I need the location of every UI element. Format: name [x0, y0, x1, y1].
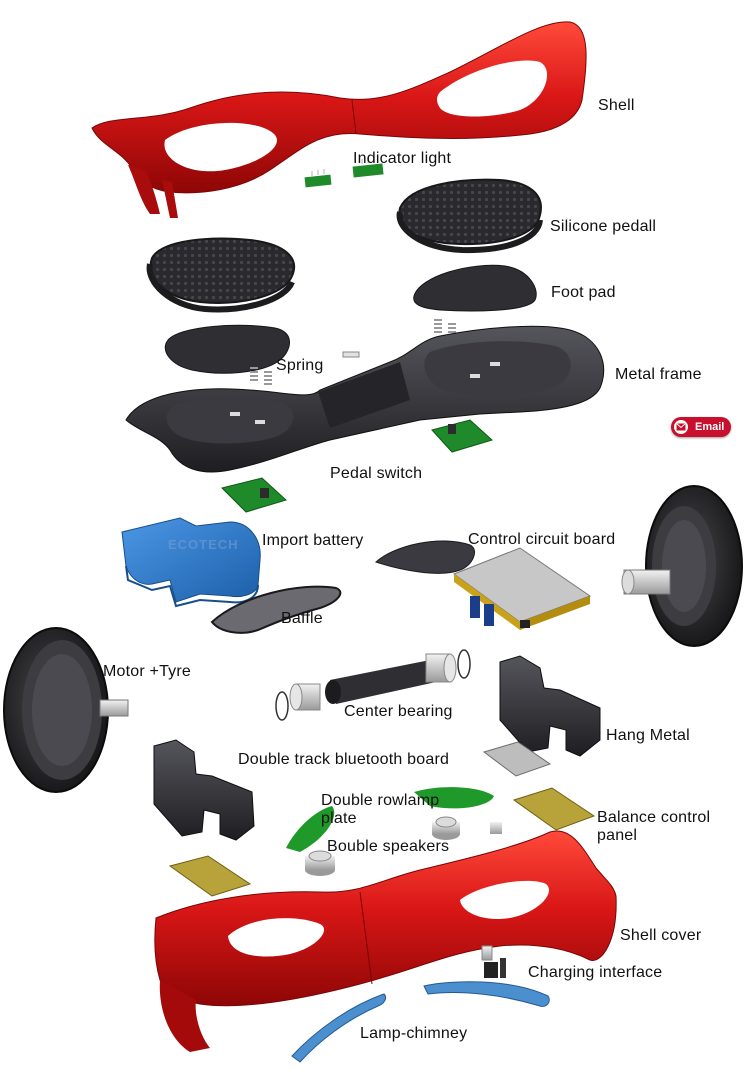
- speaker-part: [305, 816, 502, 876]
- indicator-light-part: [304, 157, 384, 188]
- hang-metal-part: [153, 655, 601, 841]
- label-foot-pad: Foot pad: [551, 284, 616, 301]
- metal-frame-part: [125, 325, 605, 473]
- label-shell: Shell: [598, 97, 635, 114]
- label-balance-control-panel: Balance control panel: [597, 809, 711, 844]
- spring-part: [250, 319, 456, 385]
- label-shell-cover: Shell cover: [620, 927, 702, 944]
- label-double-rowlamp-plate: Double rowlamp plate: [321, 792, 440, 827]
- label-bouble-speakers: Bouble speakers: [327, 838, 450, 855]
- label-indicator-light: Indicator light: [353, 150, 452, 167]
- label-import-battery: Import battery: [262, 532, 364, 549]
- label-center-bearing: Center bearing: [344, 703, 453, 720]
- label-silicone-pedal: Silicone pedall: [550, 218, 657, 235]
- label-lamp-chimney: Lamp-chimney: [360, 1025, 468, 1042]
- control-circuit-board-part: [452, 547, 592, 630]
- envelope-icon: [674, 420, 688, 434]
- label-control-circuit-board: Control circuit board: [468, 531, 616, 548]
- label-pedal-switch: Pedal switch: [330, 465, 423, 482]
- rowlamp-plate-part: [286, 787, 494, 852]
- email-button-label: Email: [695, 421, 725, 433]
- label-baffle: Baffle: [281, 610, 323, 627]
- watermark-logo: ECOTECH: [168, 537, 239, 552]
- shell-cover-part: [154, 830, 617, 1052]
- lamp-chimney-part: [291, 981, 550, 1063]
- email-button[interactable]: Email: [671, 417, 731, 437]
- charging-interface-part: [481, 945, 506, 978]
- bluetooth-board-part: [482, 741, 552, 777]
- pedal-switch-part: [221, 419, 493, 513]
- label-metal-frame: Metal frame: [615, 366, 702, 383]
- label-spring: Spring: [276, 357, 324, 374]
- label-double-track-bluetooth-board: Double track bluetooth board: [238, 751, 450, 768]
- right-motor-tyre-part: [621, 485, 743, 647]
- center-bearing-part: [275, 649, 471, 721]
- shell-part: [91, 21, 587, 218]
- baffle-part: [210, 540, 475, 634]
- import-battery-part: [121, 517, 261, 608]
- label-hang-metal: Hang Metal: [606, 727, 690, 744]
- left-motor-tyre-part: [3, 627, 129, 793]
- silicone-pedal-part: [146, 178, 543, 313]
- foot-pad-part: [164, 264, 537, 374]
- balance-control-panel-part: [168, 787, 596, 897]
- label-charging-interface: Charging interface: [528, 964, 663, 981]
- label-motor-tyre: Motor +Tyre: [103, 663, 192, 680]
